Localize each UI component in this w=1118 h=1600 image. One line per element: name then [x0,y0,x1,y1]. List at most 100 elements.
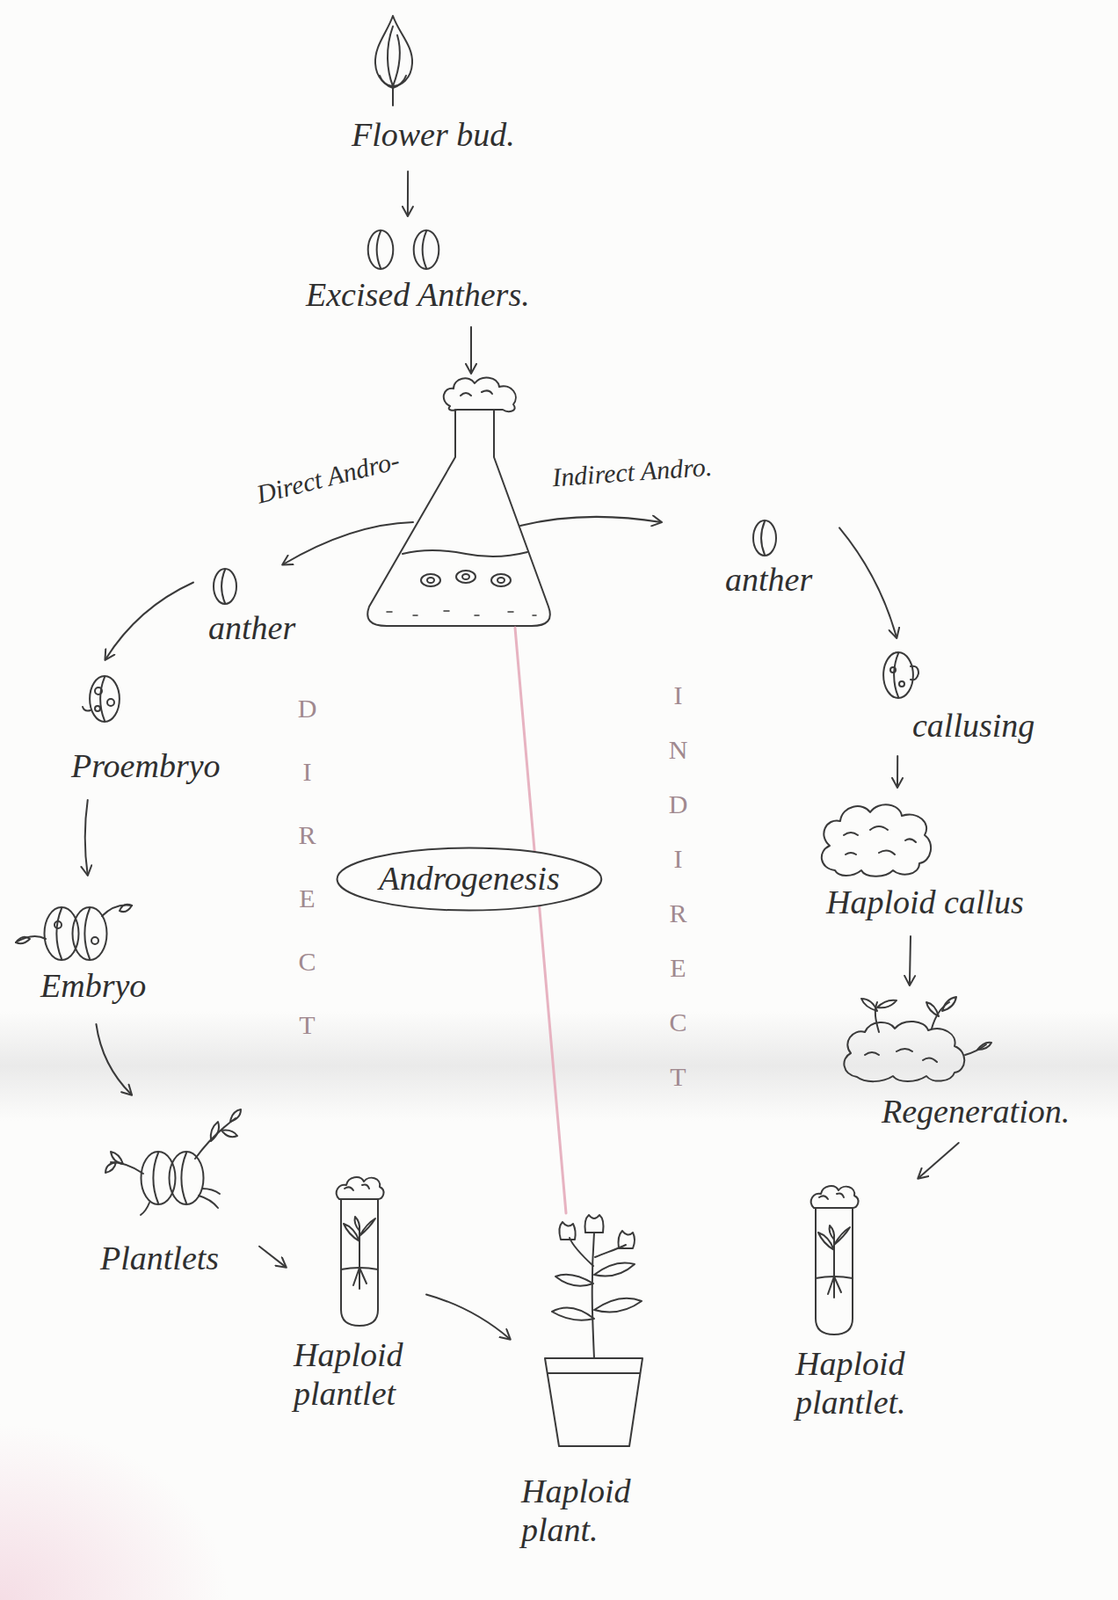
proembryo-drawing [107,698,115,706]
anther-stage: anther [197,558,317,655]
stage-caption: Excised Anthers. [305,275,530,315]
plantlets-drawing [169,1151,204,1205]
stage-caption: Plantlets [100,1239,219,1278]
embryo-drawing [54,921,62,929]
flow-arrow [105,582,194,661]
potted-plant [592,1232,595,1358]
regeneration-drawing [843,996,992,1082]
embryo-drawing [119,904,132,912]
stage-caption: Haploid plantlet. [795,1344,907,1422]
regeneration-drawing [864,1048,937,1062]
plantlets-drawing [105,1109,241,1215]
potted-plant [595,1244,626,1257]
stage-caption: anther [725,560,813,600]
excised-anthers-stage: Excised Anthers. [298,219,633,321]
culture-flask [402,550,528,557]
connecting-line [515,627,567,1213]
culture-flask [491,573,511,587]
embryo-stage: Embryo [8,878,181,1020]
potted-plant [559,1221,575,1240]
embryo-drawing [101,905,132,917]
anther-drawing [213,568,237,604]
pencil-drawing [15,15,992,1446]
anther-drawing [368,230,440,269]
plantlets-drawing [198,1188,220,1208]
flower-bud-drawing [387,26,393,87]
androgenesis-oval: Androgenesis [335,846,603,912]
callusing-drawing [883,652,914,698]
regeneration-drawing [877,1000,897,1009]
callusing-drawing [910,666,919,681]
culture-tube [336,1176,385,1326]
embryo-drawing [15,936,30,944]
culture-flask [427,577,435,583]
stage-caption: Proembryo [71,747,221,786]
culture-tube [811,1185,859,1335]
culture-flask [367,377,551,626]
potted-plant [551,1307,595,1321]
paper-tint [0,1423,229,1600]
culture-flask [456,570,476,583]
anther-drawing [368,230,394,269]
flow-arrow [95,1023,131,1095]
culture-flask [367,409,551,626]
stage-caption: Embryo [40,966,146,1006]
flow-arrow [909,936,911,985]
flow-arrow [918,1142,959,1178]
culture-flask [462,573,470,580]
potted-plant [594,1298,642,1313]
anther-drawing [213,568,237,604]
flower-bud-drawing [392,35,400,87]
embryo-drawing [91,936,99,944]
flow-arrow [839,527,897,638]
potted-plant [544,1357,643,1446]
callus-drawing [821,804,931,876]
flower-bud-stage: Flower bud. [342,8,607,167]
haploid-plantlet-stage: Haploid plantlet. [786,1182,963,1438]
culture-tube [811,1185,859,1335]
arrow-label: Direct Andro- [253,444,403,509]
regeneration-drawing [977,1042,992,1050]
plantlets-drawing [105,1161,117,1173]
potted-plant [547,1372,640,1374]
proembryo-stage: Proembryo [65,663,264,796]
vertical-label: INDIRECT [666,667,690,1104]
proembryo-drawing [82,675,120,722]
callusing-drawing [899,681,905,687]
proembryo-drawing [82,706,91,712]
potted-plant [618,1230,636,1249]
stage-caption: Haploid plantlet [293,1335,404,1413]
haploid-plantlet-stage: Haploid plantlet [290,1168,422,1420]
flow-arrow [406,171,409,216]
haploid-plant-stage: Haploid plant. [514,1208,677,1561]
culture-flask [443,377,516,412]
stage-caption: Haploid plant. [521,1472,632,1549]
proembryo-drawing [94,705,101,712]
culture-flask [497,577,505,583]
callusing-drawing [883,652,919,698]
potted-plant [594,1263,635,1277]
plantlets-drawing [221,1130,238,1138]
plantlets-drawing [210,1121,219,1141]
arrow [520,516,661,526]
arrow [470,326,472,373]
flow-arrow [85,799,88,875]
flower-bud-drawing [379,75,407,88]
callusing-stage: callusing [870,641,1082,752]
anther-drawing [413,230,440,269]
plantlets-drawing [110,1151,124,1164]
regeneration-drawing [926,1001,939,1017]
arrow [283,522,414,565]
flower-bud-drawing [392,86,394,106]
anther-stage: anther [716,508,835,607]
potted-plant [585,1214,604,1233]
plantlets-drawing [195,1118,236,1159]
embryo-drawing [44,907,80,960]
proembryo-drawing [89,675,120,722]
flow-arrow [896,755,899,787]
flow-arrow [259,1246,286,1267]
stage-caption: callusing [912,706,1035,746]
